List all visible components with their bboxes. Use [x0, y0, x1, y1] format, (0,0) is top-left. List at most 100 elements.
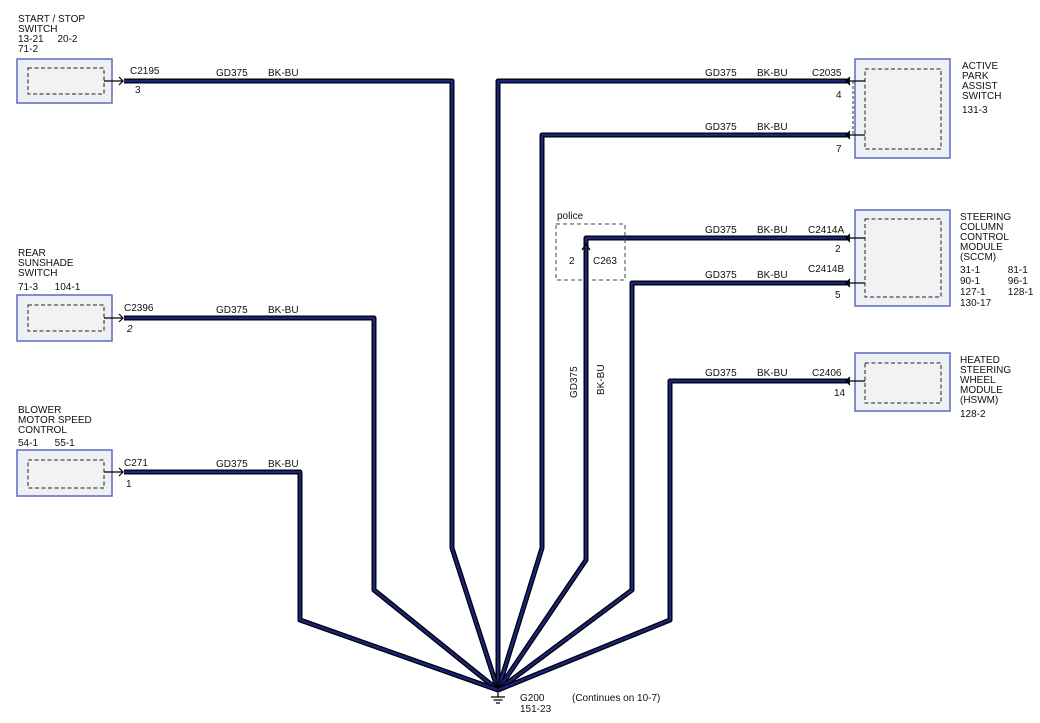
component-name-line: STEERING	[960, 365, 1011, 376]
component-ref-line: 130-17	[960, 298, 992, 309]
component-inner	[27, 67, 105, 95]
component-ref-line: 13-21 20-2	[18, 34, 78, 45]
wire-hswm	[497, 378, 850, 693]
component-ref-line: 127-1 128-1	[960, 287, 1034, 298]
connector-id: C2396	[124, 303, 154, 314]
component-name-line: BLOWER	[18, 405, 61, 416]
connector-pin-mark	[845, 130, 865, 140]
component-ref-line: 31-1 81-1	[960, 265, 1028, 276]
wire-circuit-label: GD375	[705, 122, 737, 133]
connector-id: C271	[124, 458, 148, 469]
connector-id: C2035	[812, 68, 842, 79]
wire-color-label: BK-BU	[757, 122, 788, 133]
component-inner	[27, 459, 105, 489]
component-name-line: STEERING	[960, 212, 1011, 223]
connector-pin: 5	[835, 290, 841, 301]
connector-id: C2414B	[808, 264, 844, 275]
connector-pin: 4	[836, 90, 842, 101]
police-option-label: police	[557, 211, 584, 222]
wire-color-label: BK-BU	[757, 270, 788, 281]
blower-motor-speed-control[interactable]: BLOWER MOTOR SPEED CONTROL 54-1 55-1 C27…	[16, 405, 148, 497]
connector-pin: 2	[569, 256, 575, 267]
ground-note: (Continues on 10-7)	[572, 693, 660, 704]
ground-ref: 151-23	[520, 704, 552, 715]
component-name-line: CONTROL	[18, 425, 67, 436]
wire-color-label-vertical: BK-BU	[596, 364, 607, 395]
component-name-line: HEATED	[960, 355, 1000, 366]
connector-id: C2195	[130, 66, 160, 77]
wire-circuit-label: GD375	[705, 368, 737, 379]
active-park-assist-switch[interactable]: C2035 4 7 ACTIVE PARK ASSIST SWITCH 131-…	[812, 58, 1001, 159]
component-name-line: CONTROL	[960, 232, 1009, 243]
connector-id: C2414A	[808, 225, 844, 236]
police-option-connector[interactable]: police 2 C263	[555, 211, 626, 281]
wire-circuit-label: GD375	[705, 225, 737, 236]
wire-blower	[124, 469, 499, 693]
component-name-line: COLUMN	[960, 222, 1003, 233]
connector-pin: 14	[834, 388, 846, 399]
component-name-line: (HSWM)	[960, 395, 998, 406]
hswm-module[interactable]: C2406 14 HEATED STEERING WHEEL MODULE (H…	[812, 352, 1011, 420]
connector-pin: 3	[135, 85, 141, 96]
component-inner	[864, 68, 942, 150]
connector-pin: 1	[126, 479, 132, 490]
connector-pin-mark	[845, 233, 865, 243]
component-name-line: (SCCM)	[960, 252, 996, 263]
wire-color-label: BK-BU	[268, 305, 299, 316]
component-ref-line: 54-1 55-1	[18, 438, 75, 449]
connector-pin-mark	[104, 313, 124, 323]
ground-g200[interactable]: G200 151-23 (Continues on 10-7)	[491, 690, 660, 715]
wire-labels: GD375 BK-BU GD375 BK-BU GD375 BK-BU GD37…	[216, 68, 788, 470]
wire-circuit-label-vertical: GD375	[569, 366, 580, 398]
wire-active-park-pin7	[495, 132, 850, 691]
rear-sunshade-switch[interactable]: REAR SUNSHADE SWITCH 71-3 104-1 C2396 2	[16, 248, 154, 342]
component-name-line: SWITCH	[18, 24, 57, 35]
component-name-line: SWITCH	[18, 268, 57, 279]
component-ref-line: 71-3 104-1	[18, 282, 81, 293]
component-name-line: ASSIST	[962, 81, 998, 92]
connector-pin: 2	[835, 244, 841, 255]
component-inner	[864, 362, 942, 404]
connector-pin-mark	[104, 467, 124, 477]
component-name-line: REAR	[18, 248, 46, 259]
ground-id: G200	[520, 693, 545, 704]
connector-pin-mark	[845, 76, 865, 86]
wire-active-park-pin4	[495, 78, 850, 690]
police-option-box	[555, 223, 626, 281]
component-name-line: MODULE	[960, 242, 1003, 253]
component-name-line: PARK	[962, 71, 989, 82]
component-name-line: WHEEL	[960, 375, 996, 386]
connector-pin-mark	[845, 376, 865, 386]
wire-start-stop	[124, 78, 501, 691]
component-ref-line: 128-2	[960, 409, 986, 420]
connector-pin: 2	[126, 324, 133, 335]
component-inner	[27, 304, 105, 332]
wire-circuit-label: GD375	[216, 68, 248, 79]
component-name-line: START / STOP	[18, 14, 85, 25]
wire-color-label: BK-BU	[757, 368, 788, 379]
wire-sccm-pin2	[495, 235, 850, 692]
connector-pin-mark	[104, 76, 124, 86]
wire-sccm-pin5	[496, 280, 850, 693]
sccm-module[interactable]: C2414A 2 C2414B 5 STEERING COLUMN CONTRO…	[808, 209, 1034, 309]
component-inner	[864, 218, 942, 298]
component-name-line: SUNSHADE	[18, 258, 74, 269]
wire-color-label: BK-BU	[757, 225, 788, 236]
connector-pin-mark	[581, 242, 591, 251]
component-name-line: MODULE	[960, 385, 1003, 396]
component-name-line: ACTIVE	[962, 61, 998, 72]
start-stop-switch[interactable]: START / STOP SWITCH 13-21 20-2 71-2 C219…	[16, 14, 160, 104]
wire-color-label: BK-BU	[268, 68, 299, 79]
connector-pin-mark	[845, 278, 865, 288]
connector-id: C2406	[812, 368, 842, 379]
wire-circuit-label: GD375	[216, 305, 248, 316]
connector-id: C263	[593, 256, 617, 267]
component-ref-line: 71-2	[18, 44, 38, 55]
connector-pin: 7	[836, 144, 842, 155]
component-name-line: MOTOR SPEED	[18, 415, 92, 426]
wire-color-label: BK-BU	[268, 459, 299, 470]
wire-color-label: BK-BU	[757, 68, 788, 79]
wire-circuit-label: GD375	[705, 270, 737, 281]
component-name-line: SWITCH	[962, 91, 1001, 102]
